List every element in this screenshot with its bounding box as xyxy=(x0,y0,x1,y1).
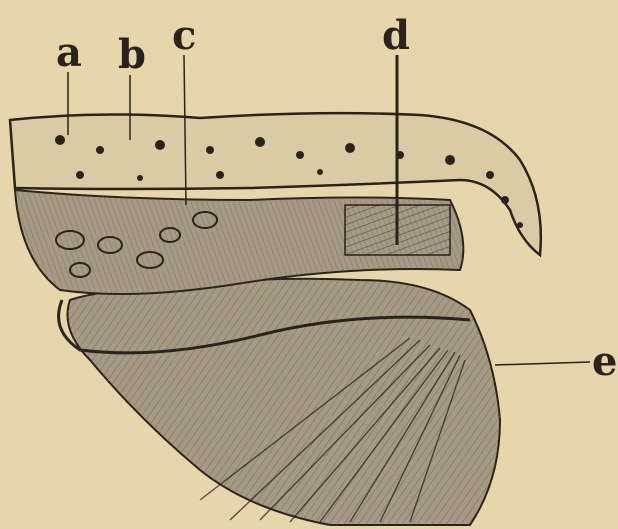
label-a: a xyxy=(56,33,82,73)
label-e: e xyxy=(592,342,617,382)
label-c: c xyxy=(172,16,196,56)
label-b: b xyxy=(118,35,146,75)
label-d: d xyxy=(382,16,410,56)
